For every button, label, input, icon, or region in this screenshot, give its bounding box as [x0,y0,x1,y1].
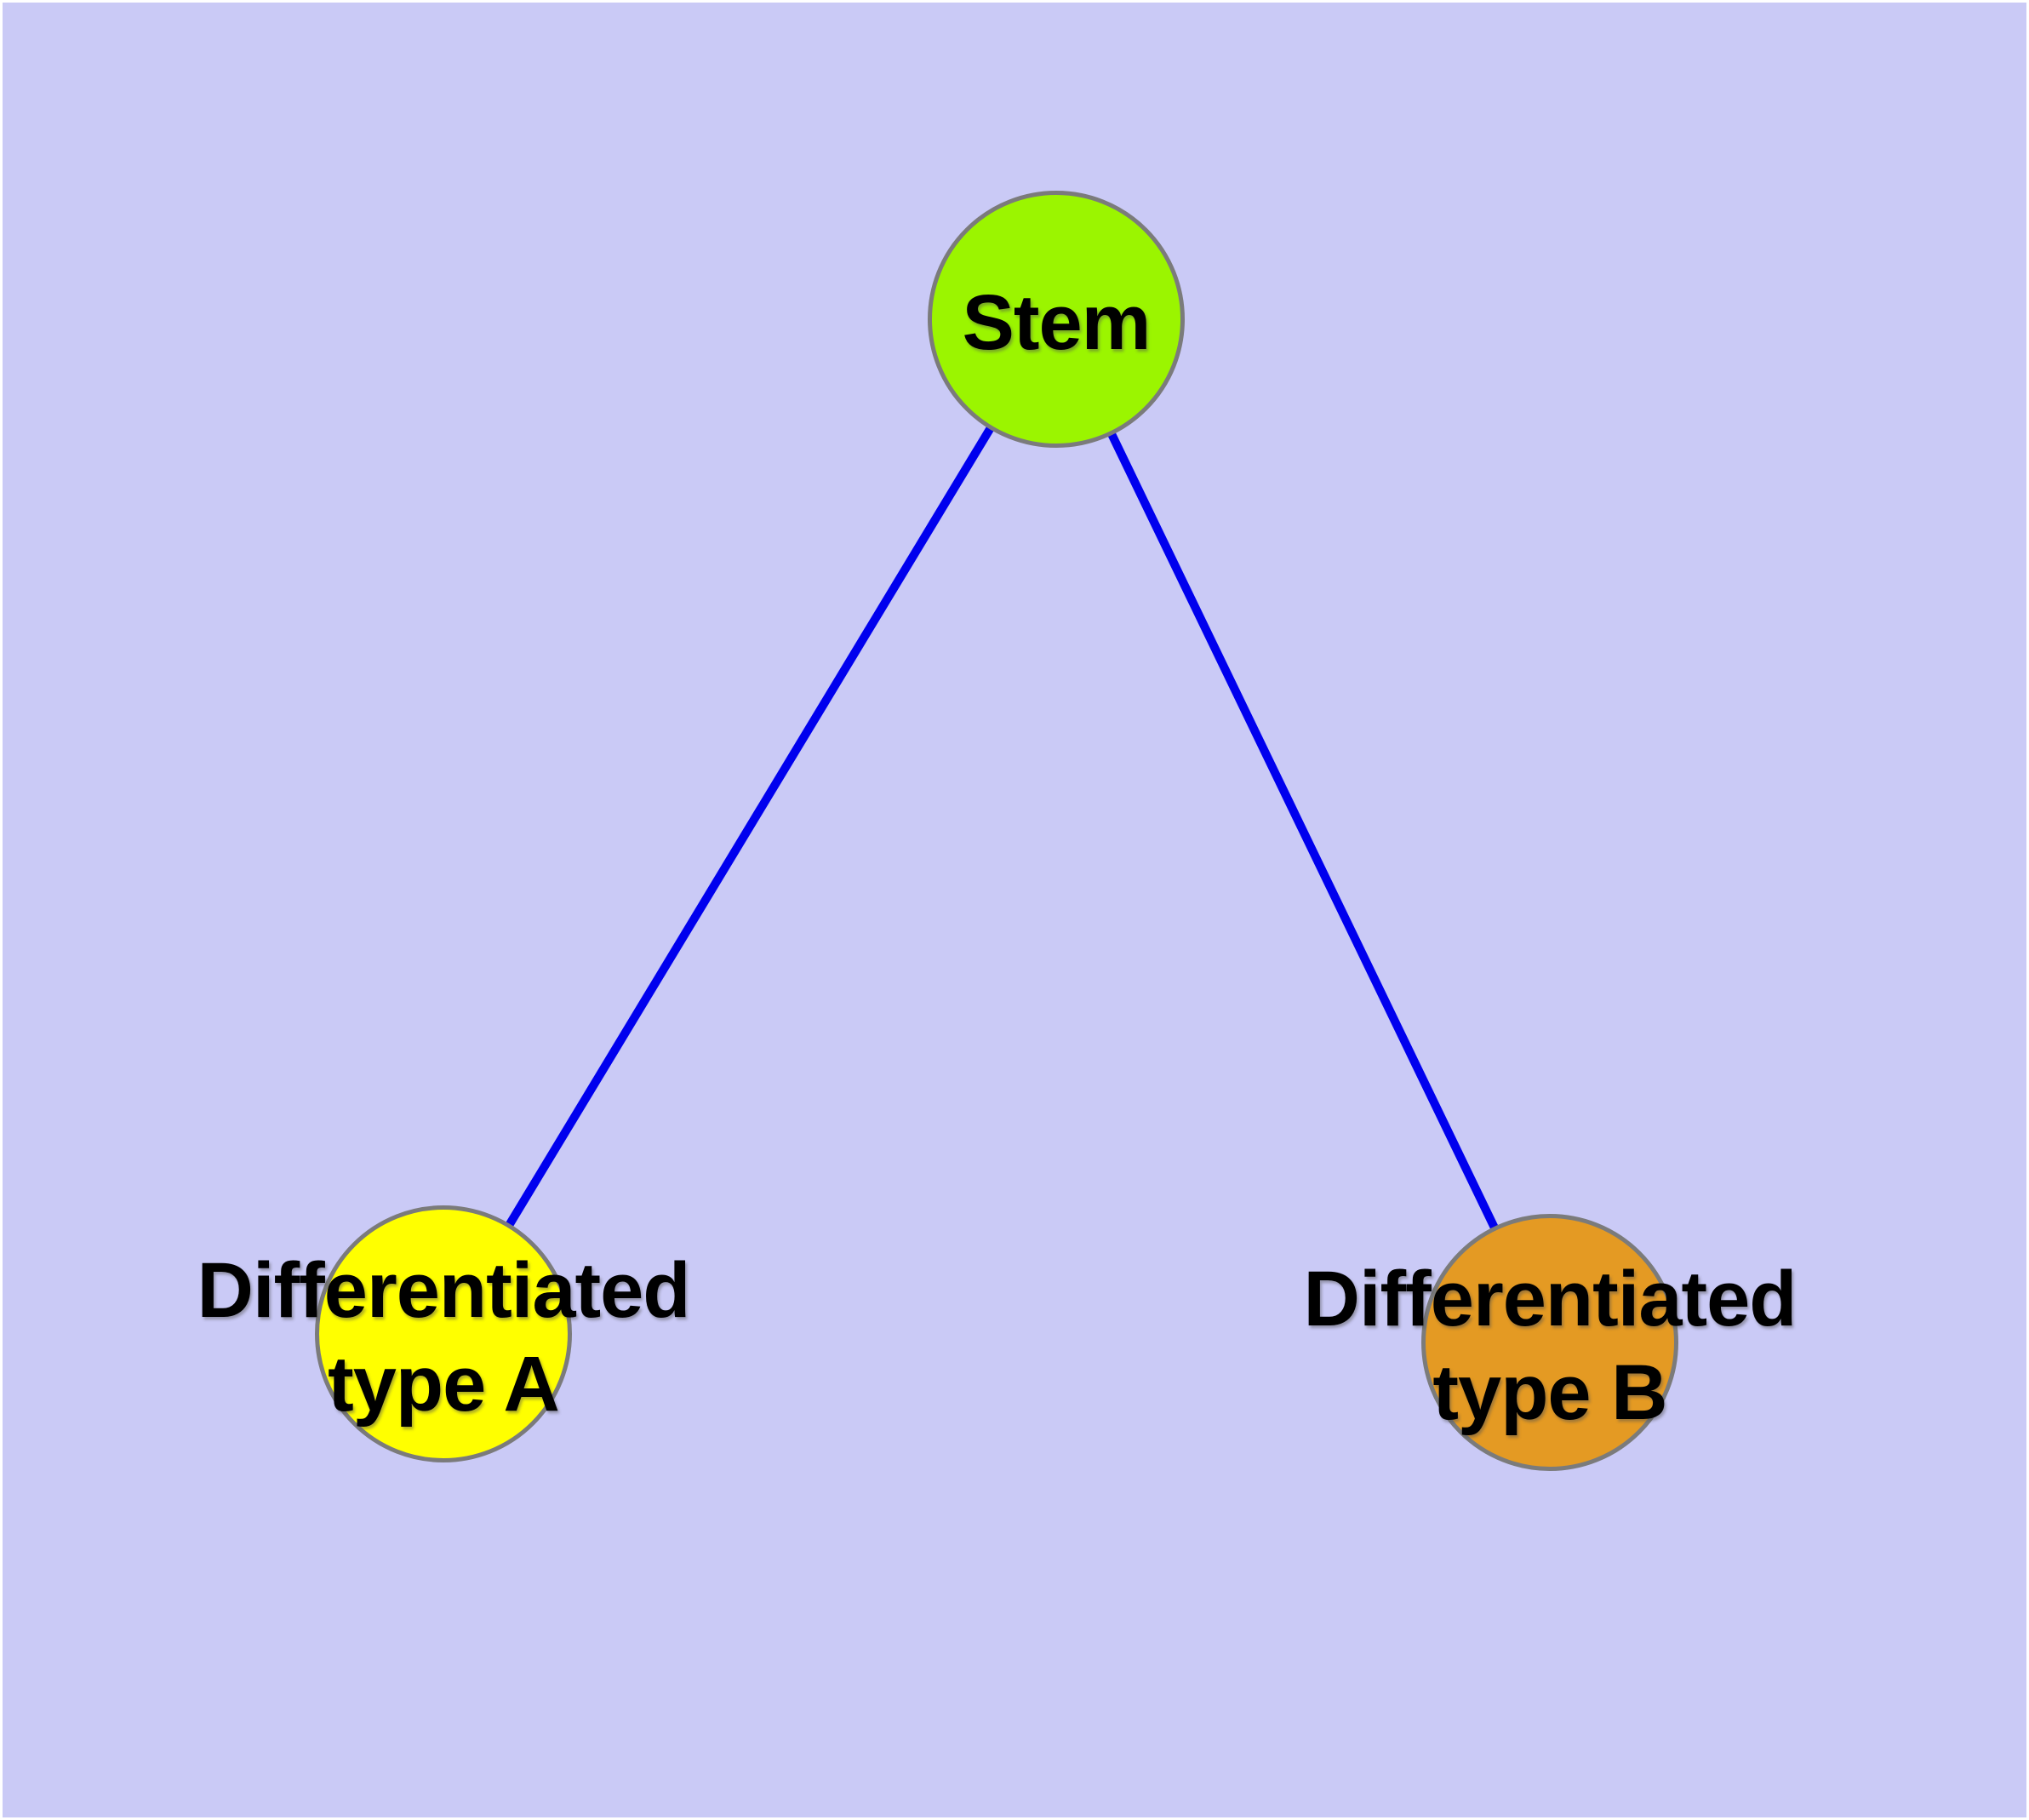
edge-layer [439,317,1554,1345]
node-stem[interactable] [928,191,1185,448]
node-type-a[interactable] [315,1205,572,1462]
edge-stem-type-b[interactable] [1052,317,1554,1345]
node-type-b[interactable] [1421,1214,1678,1471]
edge-stem-type-a[interactable] [439,317,1060,1336]
